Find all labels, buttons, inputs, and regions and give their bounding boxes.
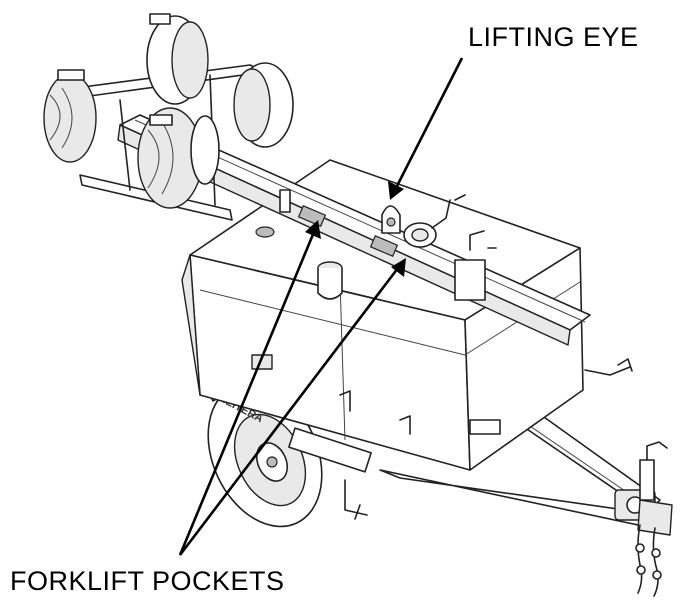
floodlight-top-left: [146, 13, 209, 105]
outriggers: [288, 358, 633, 520]
lifting-eye: [381, 205, 401, 234]
lifting-eye-arrow: [394, 57, 464, 189]
floodlight-bottom-right: [137, 107, 220, 209]
forklift-pocket-arrow-right: [178, 267, 400, 556]
forklift-pocket-arrow-left: [178, 231, 316, 556]
mast-winch: [403, 194, 466, 248]
forklift-pockets-label: FORKLIFT POCKETS: [10, 566, 285, 596]
floodlight-top-right: [233, 62, 294, 148]
forklift-pocket-openings: [279, 189, 399, 257]
hitch-coupler: [614, 489, 673, 597]
floodlight-bottom-left: [43, 69, 97, 163]
tongue-jack: [639, 441, 668, 501]
mast: [117, 114, 591, 346]
floodlights: [43, 13, 294, 209]
callout-arrows: [178, 57, 464, 556]
lifting-eye-label: LIFTING EYE: [468, 22, 639, 52]
